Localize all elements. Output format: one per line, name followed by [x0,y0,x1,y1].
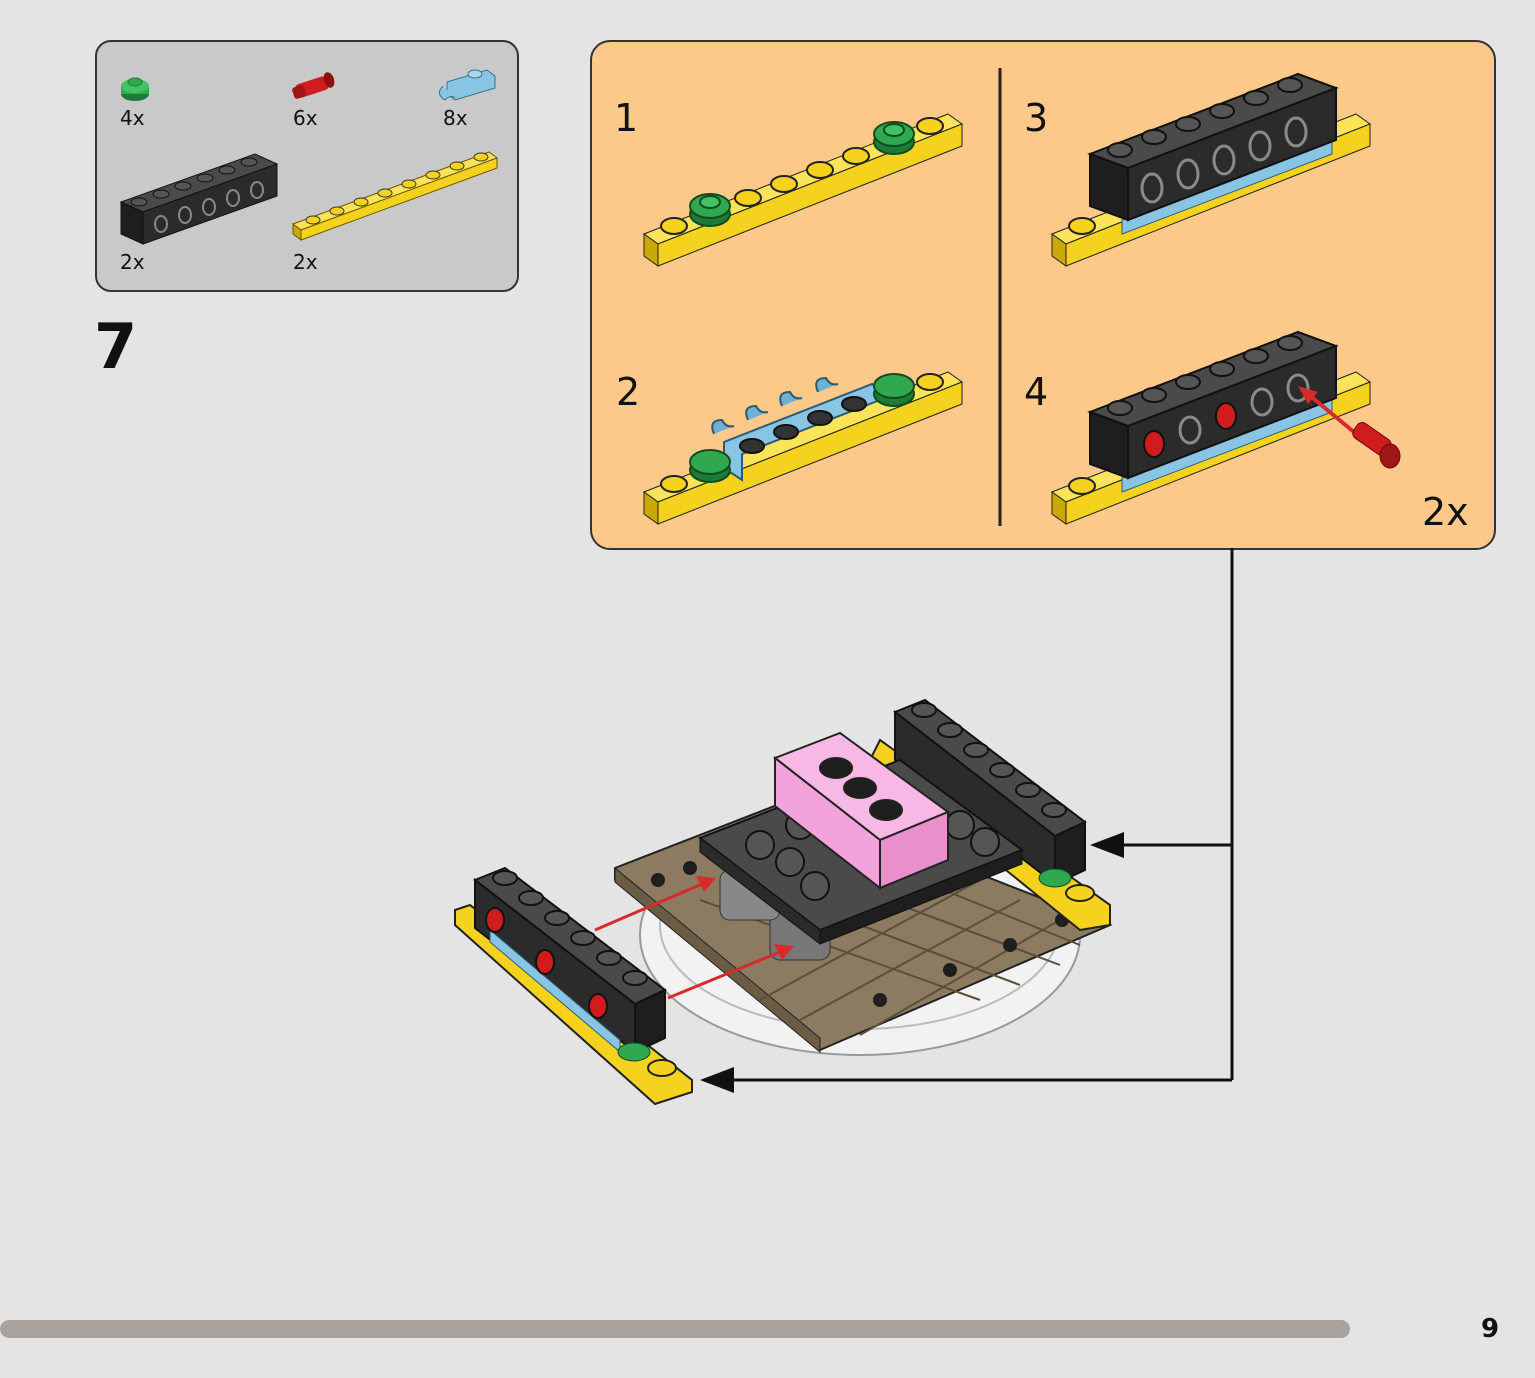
callout-arrow-right-brick [1090,832,1124,858]
subassembly-illustrations [642,68,1401,526]
substep-4-illustration [1050,330,1401,525]
insertion-arrows [594,882,781,1000]
subassembly-panel: 1 2 3 4 2x [590,40,1496,550]
green-round-plate-qty: 4x [120,106,145,130]
red-pin-qty: 6x [293,106,318,130]
red-pin-icon [1352,422,1401,469]
yellow-plate-icon [291,151,499,241]
light-blue-clip-plate-qty: 8x [443,106,468,130]
black-technic-brick-icon [119,153,279,245]
light-blue-clip-plate-icon [439,69,496,101]
left-assembled-brick [454,866,693,1106]
green-round-plate-icon [121,77,149,101]
page-progress-fill [0,1320,1350,1338]
callout-arrow-left-brick [700,1067,734,1093]
insertion-arrow-head-lower [774,944,794,960]
substep-3-illustration [1050,72,1372,267]
callout-lines [725,548,1234,1082]
substep-3-number: 3 [1024,96,1049,140]
substep-2-illustration [642,371,964,525]
yellow-plate-qty: 2x [293,250,318,274]
substep-1-number: 1 [614,96,639,140]
parts-illustrations [119,69,499,245]
parts-list-box: 4x 6x 8x 2x 2x [95,40,519,292]
substep-1-illustration [642,113,964,267]
page-number: 9 [1480,1314,1500,1344]
pink-brick [772,731,951,891]
insertion-arrow-head-upper [696,876,716,892]
substep-4-number: 4 [1024,370,1049,414]
step-number: 7 [94,310,138,383]
substep-2-number: 2 [616,370,641,414]
page-progress-bar [0,1320,1436,1338]
subassembly-multiplier: 2x [1422,490,1469,534]
black-technic-brick-qty: 2x [120,250,145,274]
red-pin-icon [292,72,335,99]
